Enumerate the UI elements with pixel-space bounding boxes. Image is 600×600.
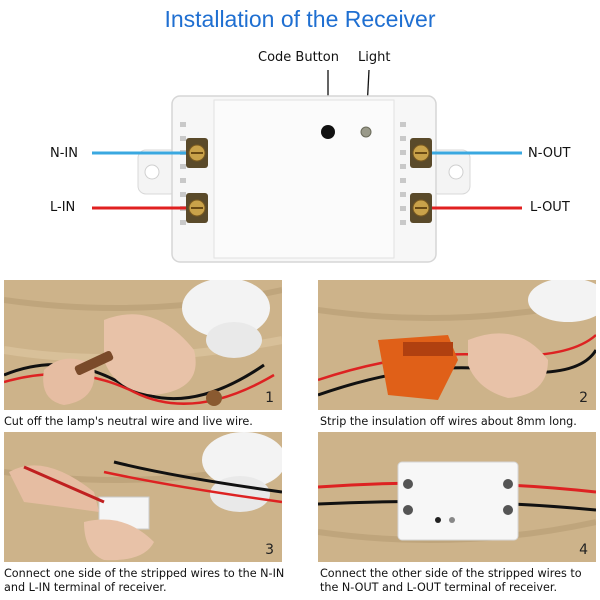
code-button [321,125,335,139]
code-button-label: Code Button [258,50,339,65]
step-4-number: 4 [579,542,588,558]
step-3-photo: 3 [4,432,282,562]
step-1-photo: 1 [4,280,282,410]
l-in-terminal [186,193,208,223]
step-4-caption: Connect the other side of the stripped w… [320,567,582,594]
step-1-number: 1 [265,390,274,406]
receiver-diagram [92,69,522,263]
n-out-terminal [410,138,432,168]
n-in-terminal [186,138,208,168]
page-title: Installation of the Receiver [164,6,436,32]
step-3-caption: Connect one side of the stripped wires t… [4,567,285,594]
l-out-label: L-OUT [530,200,570,215]
l-in-label: L-IN [50,200,76,215]
step-3-number: 3 [265,542,274,558]
step-2-number: 2 [579,390,588,406]
step-2-photo: 2 [318,280,596,410]
indicator-light [360,126,372,138]
n-in-label: N-IN [50,146,78,161]
step-1-caption: Cut off the lamp's neutral wire and live… [4,415,253,428]
step-2-caption: Strip the insulation off wires about 8mm… [320,415,577,428]
step-4-photo: 4 [318,432,596,562]
light-label: Light [358,50,391,65]
n-out-label: N-OUT [528,146,571,161]
l-out-terminal [410,193,432,223]
